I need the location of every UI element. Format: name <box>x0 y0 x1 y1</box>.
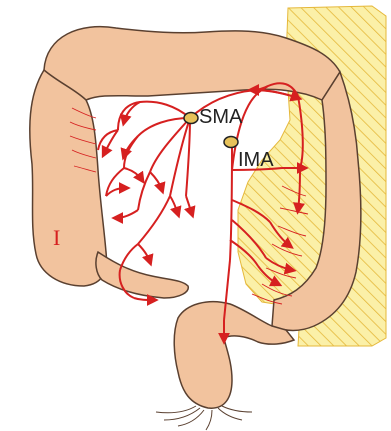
ima-origin-dot <box>224 137 238 148</box>
ascending-colon <box>30 70 107 286</box>
sma-label: SMA <box>199 106 243 128</box>
terminal-ileum <box>96 252 188 298</box>
sma-origin-dot <box>184 113 198 124</box>
anal-hair-lines <box>156 406 252 430</box>
ima-label: IMA <box>238 149 274 171</box>
roman-numeral-label: I <box>53 225 60 250</box>
